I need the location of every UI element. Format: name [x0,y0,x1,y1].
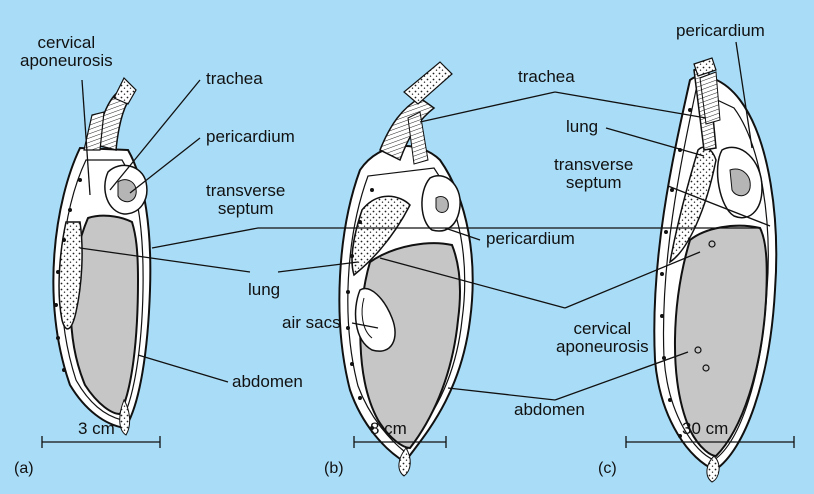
label-cervical-aponeurosis-a: cervical aponeurosis [20,34,113,70]
label-cervical-aponeurosis-bc: cervical aponeurosis [556,320,649,356]
label-air-sacs: air sacs [282,314,341,332]
label-abdomen-bc: abdomen [514,401,585,419]
label-pericardium-a: pericardium [206,128,295,146]
leader-abdomen-a [138,355,228,382]
leader-pericardium-a [130,138,200,193]
label-lung-shared: lung [248,281,280,299]
label-pericardium-b: pericardium [486,230,575,248]
label-abdomen-a: abdomen [232,373,303,391]
label-transverse-septum-c: transverse septum [554,156,633,192]
specimen-b [339,62,472,476]
scale-label-c: 30 cm [682,420,728,438]
label-transverse-septum-a: transverse septum [206,182,285,218]
label-pericardium-c: pericardium [676,22,765,40]
panel-label-c: (c) [598,460,617,478]
leader-trachea-c [555,92,706,118]
leader-abdomen-b [448,388,555,400]
panel-label-b: (b) [324,460,344,478]
panel-label-a: (a) [14,460,34,478]
scale-label-a: 3 cm [78,420,115,438]
scale-label-b: 8 cm [370,420,407,438]
label-lung-c: lung [566,118,598,136]
label-trachea-a: trachea [206,70,263,88]
leader-trachea-b [420,92,555,122]
label-trachea-bc: trachea [518,68,575,86]
